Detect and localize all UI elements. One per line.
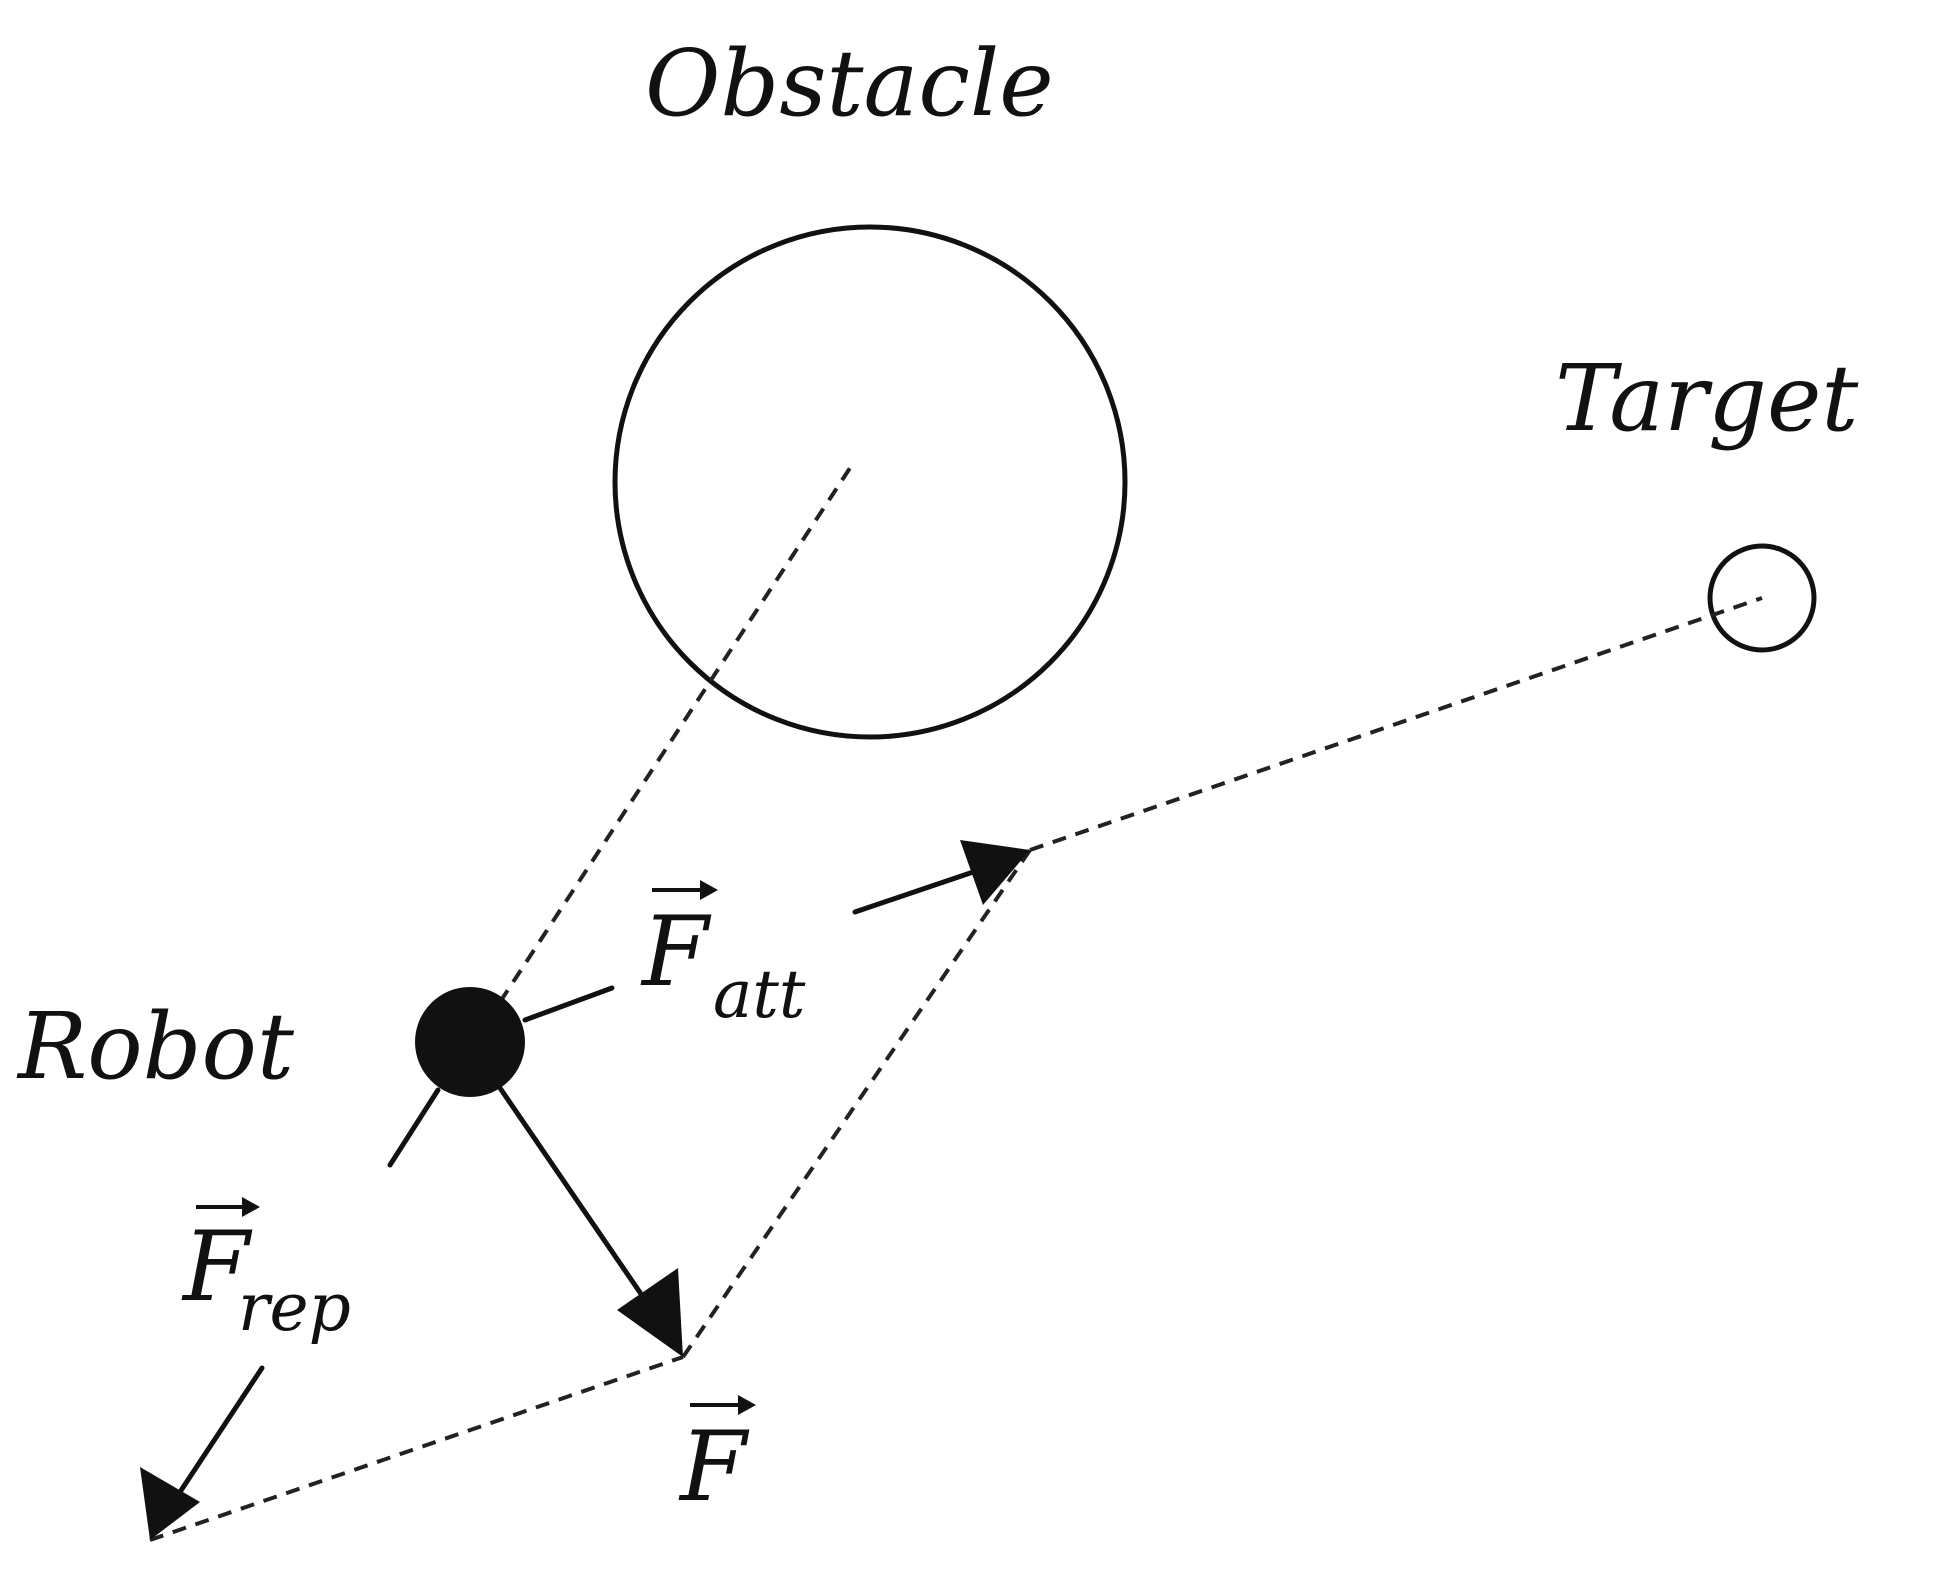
f-att-label: F att (640, 880, 806, 1033)
obstacle-circle (612, 224, 1128, 740)
parallelogram-dashed-line-right (681, 848, 1032, 1359)
f-att-leader-line (522, 985, 615, 1023)
f-att-vector-arrow-icon (652, 880, 718, 900)
attractive-force-arrowhead (960, 840, 1030, 905)
parallelogram-dashed-line-bottom (149, 1355, 684, 1542)
obstacle-label: Obstacle (645, 30, 1054, 137)
f-resultant-symbol: F (678, 1411, 750, 1523)
f-rep-subscript: rep (238, 1269, 351, 1346)
f-att-symbol: F (640, 896, 712, 1008)
robot-dot (415, 987, 525, 1097)
f-resultant-vector-arrow-icon (690, 1395, 756, 1415)
robot-obstacle-dashed-line (498, 466, 852, 1004)
repulsive-force-shaft (175, 1365, 265, 1498)
repulsive-force-arrowhead (140, 1467, 200, 1540)
f-rep-vector-arrow-icon (196, 1197, 260, 1217)
f-att-subscript: att (713, 956, 806, 1033)
f-rep-leader-line (387, 1087, 441, 1168)
attractive-target-dashed-line (1029, 596, 1763, 852)
f-rep-symbol: F (181, 1211, 253, 1323)
resultant-force-arrowhead (617, 1268, 683, 1357)
robot-label: Robot (16, 993, 295, 1100)
target-label: Target (1555, 345, 1859, 452)
f-resultant-label: F (678, 1395, 756, 1523)
target-circle (1707, 543, 1817, 653)
f-rep-label: F rep (181, 1197, 351, 1346)
attractive-force-shaft (852, 865, 988, 915)
resultant-force-shaft (497, 1085, 655, 1313)
